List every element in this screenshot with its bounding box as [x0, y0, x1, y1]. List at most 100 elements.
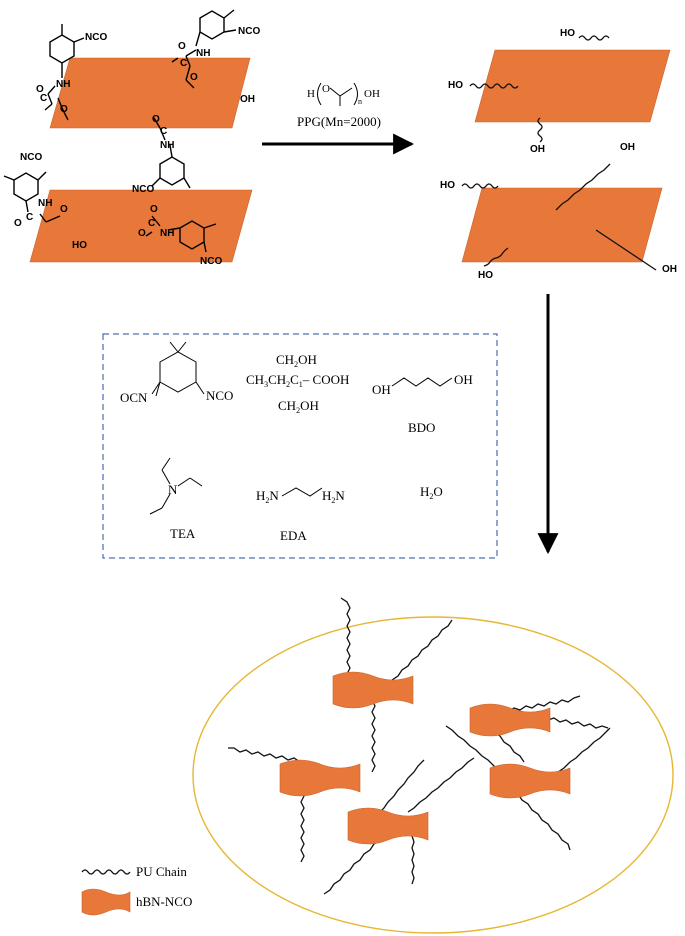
hbn-nco-sheet: [279, 759, 361, 797]
water: H2O: [420, 484, 443, 501]
eda-label: EDA: [280, 528, 307, 543]
sheet-top-left: [49, 57, 251, 129]
carbon-label: C: [26, 212, 33, 223]
pu-chain: [461, 183, 499, 189]
pu-chain: [407, 757, 475, 813]
oxygen-label: O: [150, 204, 158, 215]
bdo-structure: [391, 377, 453, 387]
pu-chain: [300, 783, 305, 863]
pu-chain: [411, 835, 415, 885]
hydroxyl-label: OH: [240, 94, 255, 105]
dmpa-ch2oh-top: CH2OH: [276, 352, 317, 369]
hbn-nco-sheet: [347, 807, 429, 845]
oh-end: OH: [620, 142, 635, 153]
nco-group: NCO: [200, 256, 222, 267]
pu-chain: [555, 163, 611, 211]
pu-chain: [377, 759, 425, 815]
eda-amine-left: H2N: [256, 488, 279, 505]
ho-end: HO: [448, 80, 463, 91]
ppg-o: O: [322, 83, 330, 95]
hbn-nco-sheet: [469, 703, 551, 737]
reagents-box: OCN NCO CH2OH CH3CH2C1– COOH CH2OH OH OH…: [102, 333, 498, 559]
ppg-bracket-right: [353, 82, 358, 106]
pu-chain: [517, 793, 571, 851]
pu-chain: [578, 35, 610, 41]
dmpa-structure: CH2OH CH3CH2C1– COOH CH2OH: [246, 352, 349, 415]
aryl-group-1: [44, 24, 85, 121]
oxygen-label: O: [60, 104, 68, 115]
wavy-sheet-icon: [81, 888, 131, 916]
eda-structure: [281, 487, 323, 497]
reactant-panel: NCO NH C O O NCO NH O C O OH HO: [3, 9, 260, 267]
bdo-oh-right: OH: [454, 372, 473, 387]
nco-group: NCO: [238, 26, 260, 37]
oxygen-label: O: [190, 72, 198, 83]
nco-group: NCO: [85, 32, 107, 43]
ppg-label: PPG(Mn=2000): [297, 114, 381, 129]
ipdi-ocn: OCN: [120, 390, 148, 405]
pu-chain: [228, 747, 301, 763]
carbon-label: C: [180, 58, 187, 69]
carbon-label: C: [160, 126, 167, 137]
oh-end: OH: [662, 264, 677, 275]
sheet-top-right: [474, 49, 671, 123]
product-ellipse: [192, 616, 674, 934]
carbon-label: C: [148, 218, 155, 229]
oxygen-label: O: [60, 204, 68, 215]
pu-chain: [340, 597, 351, 681]
carbon-label: C: [40, 93, 47, 104]
nh-group: NH: [160, 140, 174, 151]
legend-sheet-label: hBN-NCO: [136, 894, 192, 909]
pu-chain: [323, 833, 385, 895]
oxygen-label: O: [152, 114, 160, 125]
ppg-oh: OH: [364, 88, 380, 100]
oh-end: OH: [530, 144, 545, 155]
ppg-reaction-step: H O n OH PPG(Mn=2000): [262, 82, 415, 155]
product-composite: [192, 597, 674, 934]
modified-sheets-panel: HO HO OH HO OH OH HO: [440, 28, 677, 281]
legend: PU Chain hBN-NCO: [81, 864, 192, 916]
tea-label: TEA: [170, 526, 196, 541]
pu-chain: [445, 725, 501, 771]
tea-n: N: [168, 482, 178, 497]
wavy-chain-icon: [81, 869, 131, 875]
oxygen-label: O: [36, 84, 44, 95]
ppg-bracket-left: [317, 82, 322, 106]
ho-end: HO: [560, 28, 575, 39]
hbn-nco-sheet: [489, 763, 571, 799]
dmpa-main-chain: CH3CH2C1– COOH: [246, 372, 349, 389]
nco-group: NCO: [132, 184, 154, 195]
bdo-oh-left: OH: [372, 382, 391, 397]
ipdi-structure: [151, 341, 205, 397]
eda-amine-right: H2N: [322, 488, 345, 505]
sheet-bottom-left: [29, 189, 253, 263]
ppg-h: H: [307, 88, 315, 100]
reagents-box-border: [102, 333, 498, 559]
pu-chain: [557, 727, 611, 773]
pu-chain: [469, 83, 519, 89]
legend-chain-label: PU Chain: [136, 864, 187, 879]
pu-chain: [391, 619, 453, 681]
ppg-n: n: [358, 97, 362, 106]
hydroxyl-label: HO: [72, 240, 87, 251]
pu-chain: [537, 117, 543, 143]
nh-group: NH: [196, 48, 210, 59]
nh-group: NH: [56, 79, 70, 90]
pu-chain: [595, 229, 657, 271]
ho-end: HO: [440, 180, 455, 191]
aryl-group-5: [145, 215, 217, 253]
bdo-label: BDO: [408, 420, 435, 435]
ppg-backbone: [329, 87, 353, 97]
tea-structure: [149, 457, 203, 515]
aryl-group-2: [171, 9, 237, 89]
oxygen-label: O: [178, 41, 186, 52]
ho-end: HO: [478, 270, 493, 281]
sheet-bottom-right: [461, 187, 663, 263]
aryl-group-4: [3, 171, 61, 223]
pu-chain: [483, 247, 509, 267]
pu-chain: [547, 717, 609, 729]
oxygen-label: O: [14, 218, 22, 229]
ipdi-nco: NCO: [206, 388, 233, 403]
hbn-nco-sheet: [332, 671, 414, 709]
